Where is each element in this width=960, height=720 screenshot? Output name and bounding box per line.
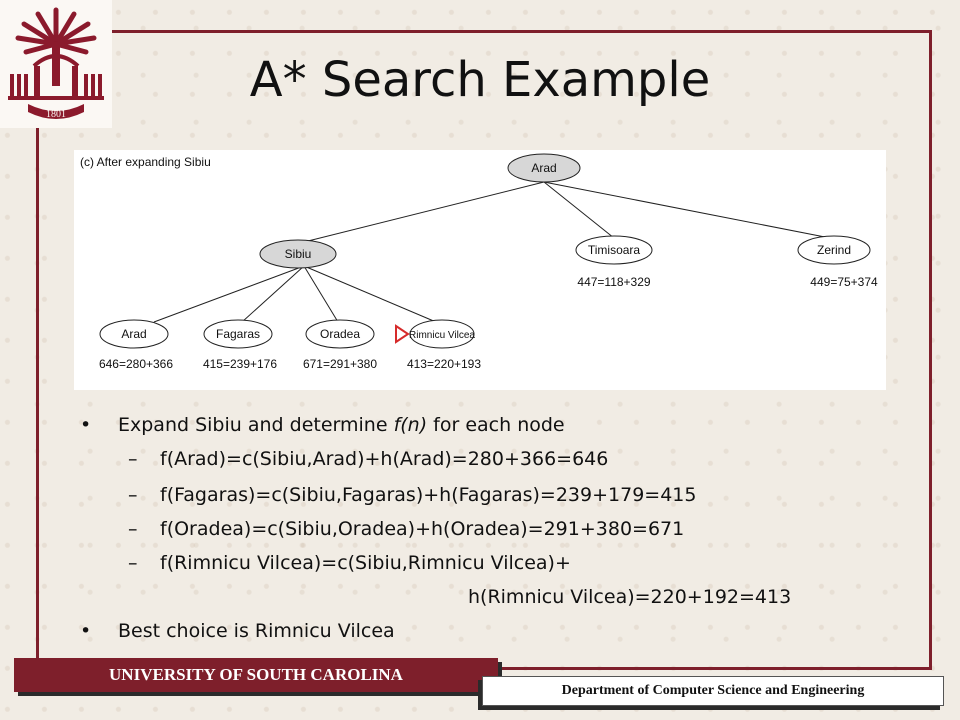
department-name-banner: Department of Computer Science and Engin…	[482, 676, 944, 706]
university-logo: 1801	[0, 0, 112, 128]
tree-node-fagaras: Fagaras 415=239+176	[203, 319, 277, 371]
node-label: Rimnicu Vilcea	[409, 330, 475, 341]
tree-node-zerind: Zerind 449=75+374	[797, 235, 878, 289]
node-f-value: 646=280+366	[99, 357, 173, 371]
dash-icon: –	[128, 448, 138, 470]
search-tree-diagram: (c) After expanding Sibiu Arad Sibiu Tim…	[74, 150, 886, 390]
slide-title: A* Search Example	[249, 52, 711, 108]
bullet-icon: •	[80, 620, 92, 642]
tree-node-rimnicu-vilcea: Rimnicu Vilcea 413=220+193	[395, 319, 481, 371]
logo-year: 1801	[46, 109, 66, 120]
dash-icon: –	[128, 518, 138, 540]
node-f-value: 449=75+374	[810, 275, 878, 289]
node-f-value: 413=220+193	[407, 357, 481, 371]
tree-node-oradea: Oradea 671=291+380	[303, 319, 377, 371]
diagram-caption: (c) After expanding Sibiu	[80, 155, 211, 169]
tree-node-sibiu: Sibiu	[259, 239, 337, 269]
tree-node-timisoara: Timisoara 447=118+329	[575, 235, 653, 289]
node-label: Timisoara	[588, 243, 641, 257]
node-label: Fagaras	[216, 327, 260, 341]
node-label: Arad	[531, 161, 556, 175]
tree-edges	[153, 181, 831, 323]
bullet-icon: •	[80, 414, 92, 436]
node-label: Oradea	[320, 327, 360, 341]
university-name-banner: UNIVERSITY OF SOUTH CAROLINA	[14, 658, 498, 692]
node-label: Arad	[121, 327, 146, 341]
node-label: Sibiu	[285, 247, 312, 261]
node-label: Zerind	[817, 243, 851, 257]
dash-icon: –	[128, 552, 138, 574]
node-f-value: 415=239+176	[203, 357, 277, 371]
node-f-value: 671=291+380	[303, 357, 377, 371]
selection-arrow-icon	[395, 324, 410, 344]
node-f-value: 447=118+329	[577, 275, 651, 289]
sub-bullet-continuation: h(Rimnicu Vilcea)=220+192=413	[468, 586, 792, 608]
dash-icon: –	[128, 484, 138, 506]
tree-node-arad-2: Arad 646=280+366	[99, 319, 173, 371]
tree-node-root: Arad	[507, 153, 581, 183]
